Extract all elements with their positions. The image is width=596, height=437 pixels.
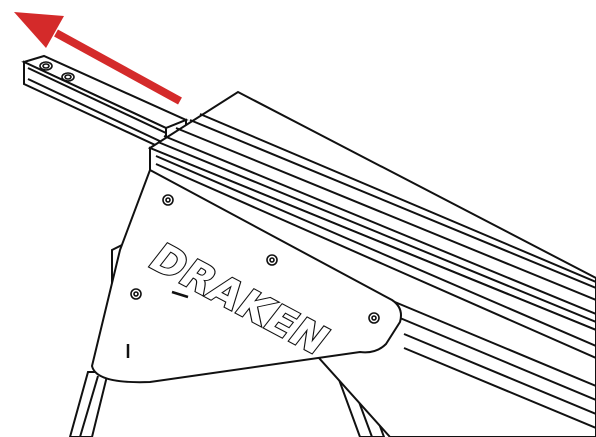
leg-left [68,371,110,437]
plate-slots [126,290,189,358]
pull-direction-arrow [14,12,182,105]
rivet [165,197,171,203]
rivet [133,291,139,297]
plate-rivets [130,194,380,324]
rivet [269,257,275,263]
arm-end-holes [39,61,75,82]
rivet [371,315,377,321]
side-plate [90,168,402,384]
